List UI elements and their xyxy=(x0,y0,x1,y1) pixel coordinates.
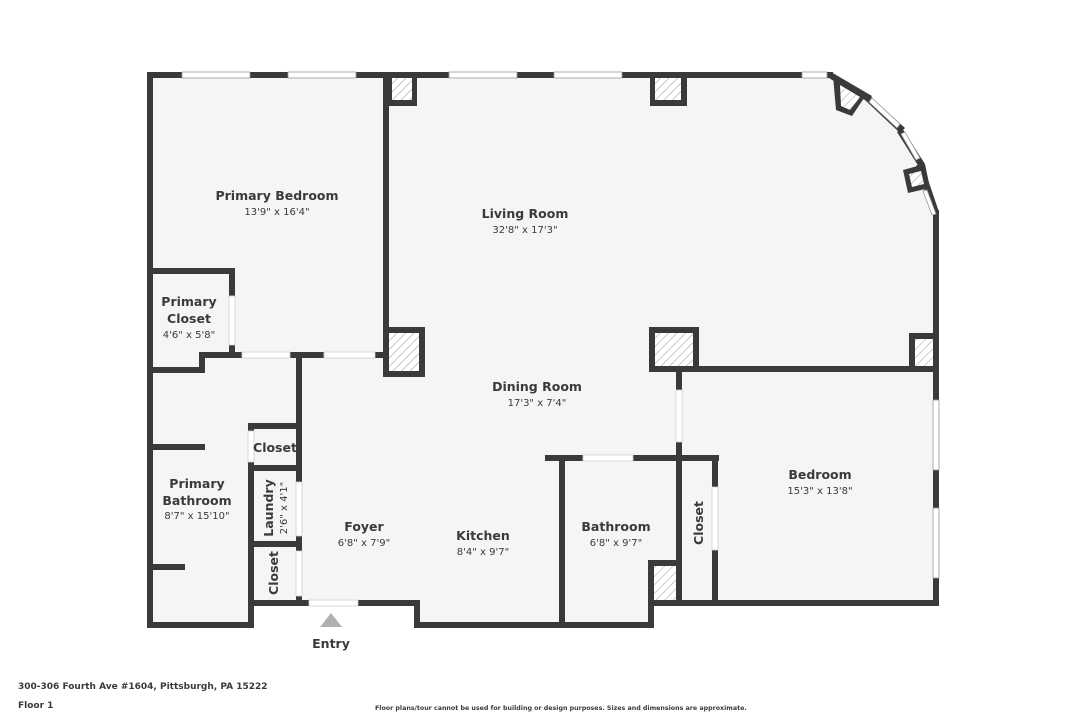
room-laundry: Laundry 2'6" x 4'1" xyxy=(261,479,290,536)
room-name: Living Room xyxy=(482,206,569,221)
room-primary-bedroom: Primary Bedroom 13'9" x 16'4" xyxy=(215,188,338,218)
floor-label: Floor 1 xyxy=(18,701,54,711)
room-living-room: Living Room 32'8" x 17'3" xyxy=(482,206,569,236)
room-dimensions: 8'4" x 9'7" xyxy=(457,547,509,558)
room-kitchen: Kitchen 8'4" x 9'7" xyxy=(456,528,510,558)
room-name: Kitchen xyxy=(456,528,510,543)
room-name: Bathroom xyxy=(581,519,650,534)
room-dimensions: 17'3" x 7'4" xyxy=(508,398,567,409)
property-address: 300-306 Fourth Ave #1604, Pittsburgh, PA… xyxy=(18,682,268,692)
entry-arrow-icon xyxy=(320,613,342,627)
room-name-line2: Closet xyxy=(167,311,211,326)
room-name: Closet xyxy=(253,440,297,455)
room-name: Closet xyxy=(266,551,281,595)
room-dimensions: 2'6" x 4'1" xyxy=(279,482,290,534)
room-name-line1: Primary xyxy=(169,476,224,491)
disclaimer: Floor plans/tour cannot be used for buil… xyxy=(375,705,747,712)
room-dimensions: 4'6" x 5'8" xyxy=(163,330,215,341)
floor-area xyxy=(150,75,936,625)
doorways xyxy=(228,295,719,607)
room-closet-3: Closet xyxy=(691,501,706,545)
room-dimensions: 15'3" x 13'8" xyxy=(787,486,852,497)
room-dimensions: 13'9" x 16'4" xyxy=(244,207,309,218)
pillars xyxy=(383,75,939,606)
room-bathroom: Bathroom 6'8" x 9'7" xyxy=(581,519,650,549)
room-name: Dining Room xyxy=(492,379,582,394)
room-name: Foyer xyxy=(344,519,384,534)
room-dimensions: 8'7" x 15'10" xyxy=(164,511,229,522)
room-closet-2: Closet xyxy=(266,551,281,595)
room-name-line1: Primary xyxy=(161,294,216,309)
room-dimensions: 6'8" x 7'9" xyxy=(338,538,390,549)
room-foyer: Foyer 6'8" x 7'9" xyxy=(338,519,390,549)
room-name: Laundry xyxy=(261,479,276,536)
entry-label: Entry xyxy=(312,636,350,651)
room-dimensions: 32'8" x 17'3" xyxy=(492,225,557,236)
room-bedroom: Bedroom 15'3" x 13'8" xyxy=(787,467,852,497)
room-name: Bedroom xyxy=(788,467,851,482)
room-name: Closet xyxy=(691,501,706,545)
room-primary-closet: Primary Closet 4'6" x 5'8" xyxy=(161,294,216,341)
room-dining-room: Dining Room 17'3" x 7'4" xyxy=(492,379,582,409)
room-dimensions: 6'8" x 9'7" xyxy=(590,538,642,549)
room-name-line2: Bathroom xyxy=(162,493,231,508)
room-primary-bathroom: Primary Bathroom 8'7" x 15'10" xyxy=(162,476,231,522)
windows xyxy=(181,71,940,579)
room-closet-1: Closet xyxy=(253,440,297,455)
room-name: Primary Bedroom xyxy=(215,188,338,203)
